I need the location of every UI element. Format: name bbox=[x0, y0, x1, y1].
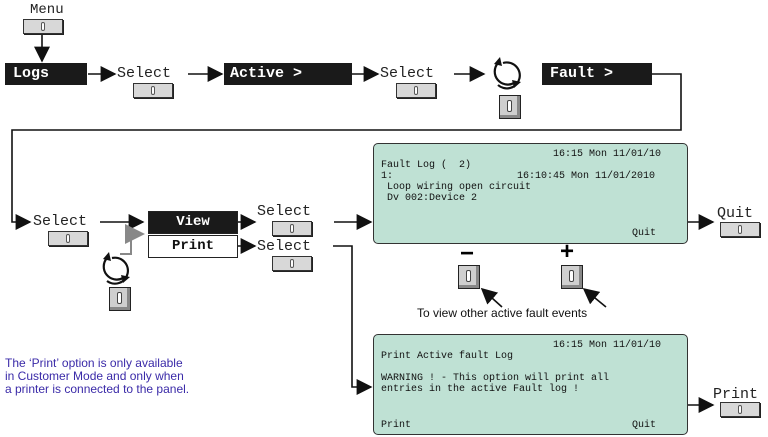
view-select-key[interactable] bbox=[272, 221, 312, 236]
caption-text: To view other active fault events bbox=[417, 306, 588, 320]
select-label-2: Select bbox=[380, 65, 435, 82]
fault-box: Fault > bbox=[542, 63, 652, 85]
select-label-1: Select bbox=[117, 65, 172, 82]
fault-screen-index: 1: bbox=[381, 171, 394, 182]
cycle-icon-bottom bbox=[102, 256, 129, 285]
menu-label: Menu bbox=[30, 2, 64, 18]
select-key-1[interactable] bbox=[133, 83, 173, 98]
print-action-key[interactable] bbox=[720, 402, 760, 417]
plus-sign: + bbox=[560, 238, 575, 265]
quit-label: Quit bbox=[717, 205, 754, 222]
arrow-minus-key bbox=[480, 287, 503, 308]
select-key-3[interactable] bbox=[48, 231, 88, 246]
cycle-key-top[interactable] bbox=[499, 95, 521, 119]
print-select-label: Select bbox=[257, 238, 312, 255]
fault-log-screen: 16:15 Mon 11/01/10 Fault Log ( 2) 1: 16:… bbox=[373, 143, 688, 244]
cycle-icon-top bbox=[493, 61, 521, 90]
note-line3: a printer is connected to the panel. bbox=[5, 382, 190, 396]
print-select-key[interactable] bbox=[272, 256, 312, 271]
fault-screen-line3: Loop wiring open circuit bbox=[381, 182, 532, 193]
arrow-toggle bbox=[120, 224, 145, 255]
fault-screen-line4: Dv 002:Device 2 bbox=[381, 193, 478, 204]
print-screen-line1: Print Active fault Log bbox=[381, 351, 514, 362]
active-box: Active > bbox=[224, 63, 352, 85]
select-key-2[interactable] bbox=[396, 83, 436, 98]
view-option: View bbox=[148, 211, 238, 234]
note-line1: The ‘Print’ option is only available bbox=[5, 356, 183, 370]
note-line2: in Customer Mode and only when bbox=[5, 369, 184, 383]
arrow-fault-select bbox=[11, 73, 682, 230]
quit-key[interactable] bbox=[720, 222, 760, 237]
print-screen-line2: WARNING ! - This option will print all bbox=[381, 373, 610, 384]
print-screen-time: 16:15 Mon 11/01/10 bbox=[553, 340, 662, 351]
fault-screen-event-time: 16:10:45 Mon 11/01/2010 bbox=[517, 171, 656, 182]
logs-box: Logs bbox=[5, 63, 87, 85]
print-screen-quit: Quit bbox=[632, 420, 657, 431]
arrow-printselect-printscreen bbox=[333, 245, 373, 395]
select-label-3: Select bbox=[33, 213, 88, 230]
arrow-plus-key bbox=[582, 287, 607, 308]
cycle-key-bottom[interactable] bbox=[109, 287, 131, 311]
plus-key[interactable] bbox=[561, 265, 583, 289]
print-screen-print: Print bbox=[381, 420, 412, 431]
print-note: The ‘Print’ option is only available in … bbox=[5, 357, 189, 396]
minus-sign: − bbox=[460, 240, 475, 267]
fault-screen-time: 16:15 Mon 11/01/10 bbox=[553, 149, 662, 160]
menu-key[interactable] bbox=[23, 19, 63, 34]
fault-screen-quit: Quit bbox=[632, 228, 657, 239]
minus-key[interactable] bbox=[458, 265, 480, 289]
print-log-screen: 16:15 Mon 11/01/10 Print Active fault Lo… bbox=[373, 334, 688, 435]
view-select-label: Select bbox=[257, 203, 312, 220]
print-screen-line3: entries in the active Fault log ! bbox=[381, 384, 580, 395]
print-option: Print bbox=[148, 235, 238, 258]
fault-screen-line1: Fault Log ( 2) bbox=[381, 160, 472, 171]
print-action-label: Print bbox=[713, 386, 759, 403]
